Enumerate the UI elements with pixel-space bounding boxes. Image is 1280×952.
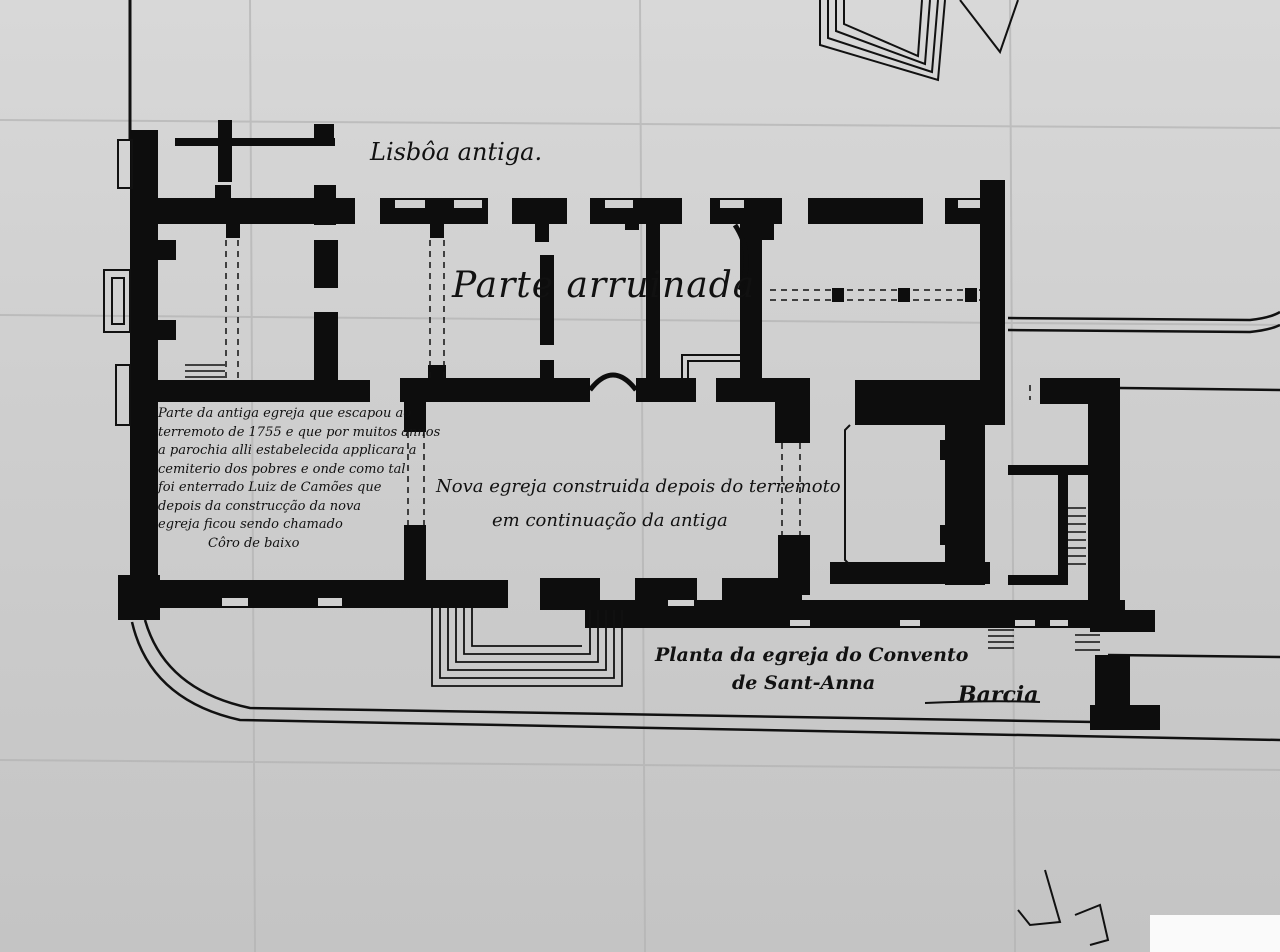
south-entrance-steps <box>431 608 623 687</box>
top-steps <box>819 0 1019 82</box>
signature: Barcia <box>958 682 1039 708</box>
new-church-note-line1: Nova egreja construida depois do terremo… <box>436 476 841 497</box>
old-church-note-line: a parochia alli estabelecida applicara a <box>158 443 417 458</box>
plan-caption-line1: Planta da egreja do Convento <box>655 644 969 666</box>
old-church-note-line: foi enterrado Luiz de Camões que <box>158 480 382 495</box>
white-patch <box>1150 915 1280 952</box>
old-church-note: Parte da antiga egreja que escapou ao te… <box>158 405 441 553</box>
old-church-note-line: terremoto de 1755 e que por muitos annos <box>158 424 441 440</box>
old-church-note-line: depois da construcção da nova <box>158 498 362 514</box>
south-wall <box>118 580 508 608</box>
arcade-piers <box>832 288 977 302</box>
old-church-note-line: egreja ficou sendo chamado <box>158 517 343 532</box>
walls <box>118 120 1160 730</box>
old-church-note-line: cemiterio dos pobres e onde como tal <box>158 461 406 477</box>
old-church-note-line: Parte da antiga egreja que escapou ao <box>158 406 412 421</box>
street-outline <box>130 310 1280 742</box>
dashed-lines <box>225 240 1031 535</box>
west-doorways <box>103 139 851 566</box>
parte-arruinada-label: Parte arruinada <box>452 265 756 306</box>
new-church-note-line2: em continuação da antiga <box>492 510 728 531</box>
lisboa-antiga-label: Lisbôa antiga. <box>370 138 543 166</box>
west-wall <box>130 130 158 600</box>
pencil-marks <box>1017 869 1110 946</box>
old-church-note-line: Côro de baixo <box>208 535 300 551</box>
signature-flourish <box>924 700 1041 704</box>
plan-caption-line2: de Sant-Anna <box>732 672 876 694</box>
stairs <box>185 364 1100 651</box>
window-recesses <box>222 200 1068 626</box>
